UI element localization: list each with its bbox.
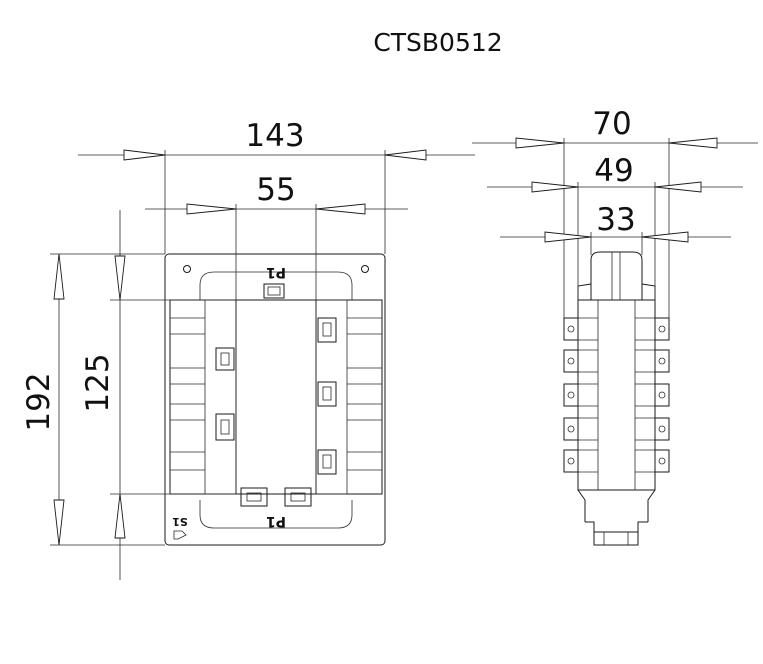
marking-s1: S1 — [172, 515, 188, 528]
dim-front-height: 192 — [21, 372, 57, 431]
drawing-title: CTSB0512 — [373, 28, 502, 57]
side-top-block — [590, 251, 643, 300]
right-terminals — [317, 317, 337, 475]
side-terminals-left — [563, 317, 579, 473]
right-rib-bands — [347, 317, 382, 471]
side-dimensions: 70 49 33 — [472, 106, 758, 318]
front-view: P1 P1 S1 — [164, 253, 386, 546]
mounting-hole-left — [183, 265, 191, 273]
dim-window-height: 125 — [80, 353, 116, 412]
front-housing-outline — [164, 253, 386, 546]
dim-window-width: 55 — [256, 172, 295, 208]
left-rib-bands — [170, 317, 205, 471]
conductor-loop-top — [199, 271, 353, 300]
left-terminals — [215, 347, 235, 441]
side-body — [577, 299, 656, 491]
mounting-hole-right — [361, 265, 369, 273]
dim-side-core-width: 33 — [596, 202, 635, 238]
front-dimensions: 143 55 192 125 — [21, 118, 475, 580]
top-clip — [263, 283, 285, 299]
primary-window — [235, 299, 317, 495]
side-bottom-clip — [593, 532, 639, 546]
bottom-terminals — [240, 487, 312, 507]
dim-side-width: 70 — [592, 106, 631, 142]
side-terminals-right — [654, 317, 670, 473]
marking-p1-top: P1 — [266, 264, 286, 280]
marking-p1-bottom: P1 — [266, 513, 286, 529]
conductor-loop-bottom — [199, 500, 353, 529]
side-view — [563, 251, 670, 546]
polarity-symbol — [173, 530, 187, 540]
dim-side-mid-width: 49 — [594, 153, 633, 189]
dim-front-width: 143 — [245, 118, 304, 154]
right-winding-frame — [315, 299, 383, 495]
left-winding-frame — [169, 299, 237, 495]
